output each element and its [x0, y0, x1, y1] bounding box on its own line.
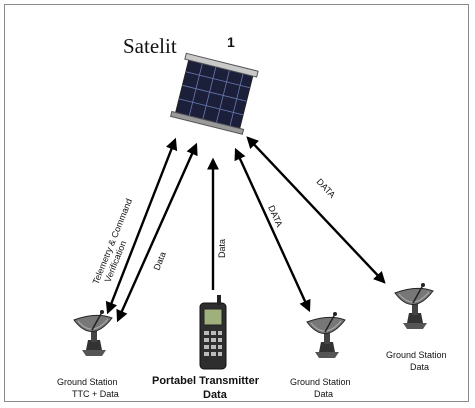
satellite-icon [169, 52, 259, 135]
gs1-label-line1: Ground Station [57, 377, 118, 387]
label-data-right2: DATA [315, 177, 338, 200]
link-data-right2 [246, 136, 386, 284]
gs2-label-line1: Ground Station [290, 377, 351, 387]
satellite-number: 1 [227, 34, 235, 50]
label-data-left: Data [152, 250, 168, 271]
gs3-label-line1: Ground Station [386, 350, 447, 360]
satellite-dish-icon [394, 282, 434, 330]
link-data-right1 [234, 147, 311, 313]
satellite-title: Satelit [123, 34, 177, 58]
satellite-dish-icon [306, 311, 346, 359]
satellite-dish-icon [73, 309, 113, 357]
label-data-center: Data [217, 239, 227, 258]
gs2-label-line2: Data [314, 389, 333, 399]
link-data-left [116, 142, 198, 323]
gs3-label-line2: Data [410, 362, 429, 372]
mobile-phone-icon [199, 295, 227, 370]
transmitter-label-line2: Data [203, 389, 228, 401]
transmitter-label-line1: Portabel Transmitter [152, 375, 260, 387]
gs1-label-line2: TTC + Data [72, 389, 119, 399]
